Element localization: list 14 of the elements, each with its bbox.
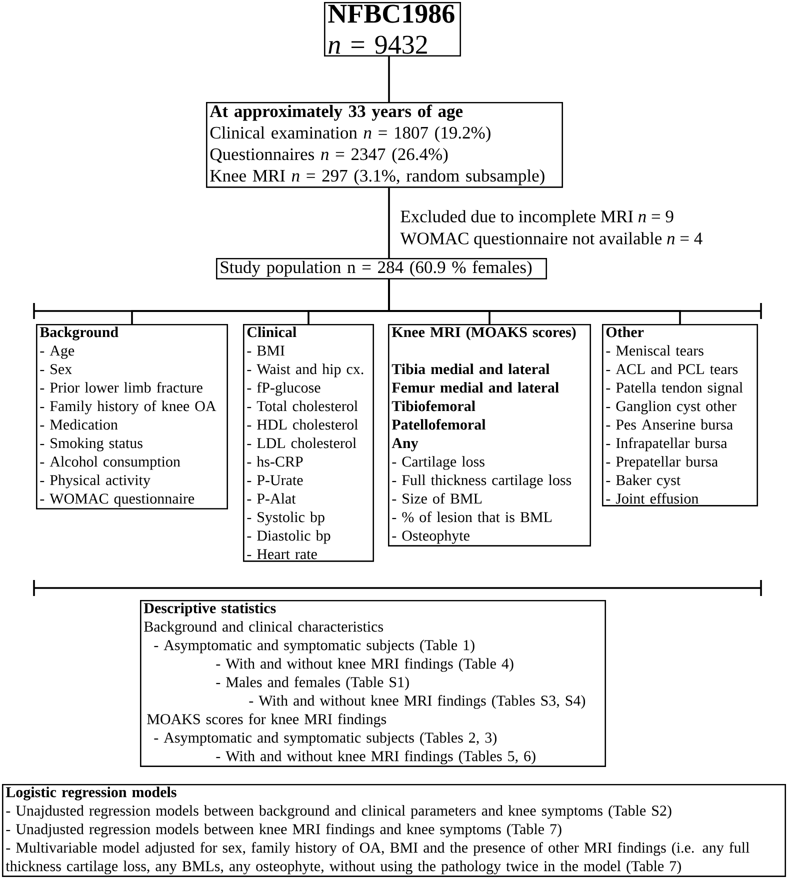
variable-box: Other - Meniscal tears - ACL and PCL tears - Patella tendon signal - Ganglion cyst other - Pes Anserine bursa - Infrapatellar bursa - Prepatellar bursa - Baker cyst - Joint effusion	[602, 324, 758, 506]
connector-line	[388, 188, 390, 258]
variable-box: Knee MRI (MOAKS scores) Tibia medial and lateral Femur medial and lateral Tibiofemoral Patellofemoral Any - Cartilage loss - Full thickness cartilage loss - Size of BML - % of lesion that is BML - Osteophyte	[388, 324, 591, 546]
population-box: Study population n = 284 (60.9 % females)	[216, 258, 547, 280]
exclusion-note: Excluded due to incomplete MRI n = 9	[400, 210, 674, 226]
connector-line	[388, 279, 681, 324]
regression-box: Logistic regression models - Unajdusted regression models between background and clinical parameters and knee symptoms (Table S2) - Unadjusted regression models between knee MRI findings and knee symptoms (Table 7) - Multivariable model adjusted for sex, family history of OA, BMI and the presence of other MRI findings (i.e. any full thickness cartilage loss, any BMLs, any osteophyte, without using the pathology twice in the model (Table 7)	[2, 784, 786, 877]
variable-box: Background - Age - Sex - Prior lower limb fracture - Family history of knee OA - Medication - Smoking status - Alcohol consumption - Physical activity - WOMAC questionnaire	[36, 324, 228, 510]
connector-line	[388, 56, 390, 102]
statistics-box: Descriptive statistics Background and clinical characteristics - Asymptomatic and symptomatic subjects (Table 1) - With and without knee MRI findings (Table 4) - Males and females (Table S1) - With and without knee MRI findings (Tables S3, S4) MOAKS scores for knee MRI findings - Asymptomatic and symptomatic subjects (Tables 2, 3) - With and without knee MRI findings (Tables 5, 6)	[140, 600, 606, 767]
variable-box: Clinical - BMI - Waist and hip cx. - fP-glucose - Total cholesterol - HDL cholesterol - LDL cholesterol - hs-CRP - P-Urate - P-Alat - Systolic bp - Diastolic bp - Heart rate	[243, 324, 374, 562]
exclusion-note: WOMAC questionnaire not available n = 4	[400, 232, 702, 248]
examination-box: At approximately 33 years of age Clinical examination n = 1807 (19.2%) Questionnaires n = 2347 (26.4%) Knee MRI n = 297 (3.1%, random subsample)	[206, 102, 563, 188]
cohort-box: NFBC1986 n = 9432	[324, 2, 461, 57]
